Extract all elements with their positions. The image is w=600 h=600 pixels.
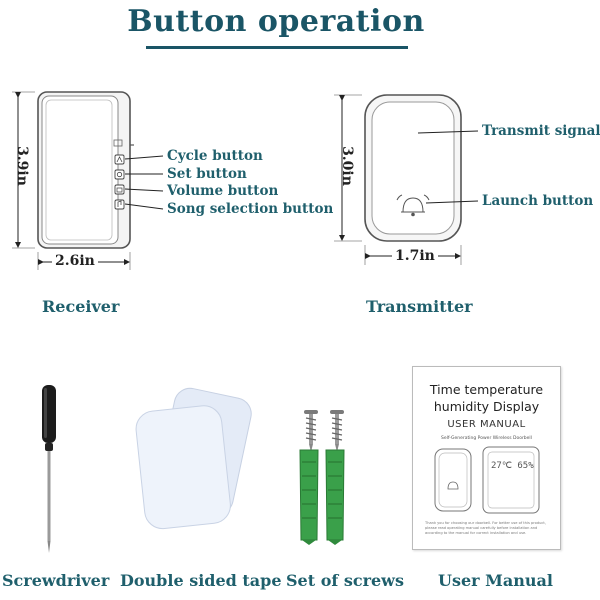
- wall-anchor-icon: [325, 449, 345, 545]
- set-button-label: Set button: [167, 166, 247, 182]
- receiver-height-label: 3.9in: [13, 146, 30, 186]
- user-manual-card: Time temperature humidity Display USER M…: [412, 366, 561, 550]
- tape-icon: [135, 387, 252, 530]
- volume-icon: [114, 184, 125, 195]
- song-icon: [114, 199, 125, 210]
- manual-caption: User Manual: [438, 571, 553, 590]
- manual-device-illustration: [434, 446, 540, 514]
- receiver-width-label: 2.6in: [52, 253, 98, 269]
- manual-note-text: Thank you for choosing our doorbell. For…: [425, 521, 546, 535]
- transmitter-caption: Transmitter: [366, 297, 473, 316]
- tape-caption: Double sided tape: [120, 571, 282, 590]
- screwdriver-icon: [42, 385, 56, 553]
- transmit-signal-label: Transmit signal: [482, 123, 600, 139]
- bell-icon: [396, 194, 430, 217]
- launch-button-label: Launch button: [482, 193, 594, 209]
- transmitter-width-label: 1.7in: [392, 248, 438, 264]
- screwdriver-caption: Screwdriver: [2, 571, 110, 590]
- screws-caption: Set of screws: [286, 571, 404, 590]
- manual-tagline: Self-Generating Power Wireless Doorbell: [441, 436, 532, 441]
- cycle-button-label: Cycle button: [167, 148, 263, 164]
- manual-title-line1: Time temperature: [429, 382, 544, 397]
- cycle-icon: [114, 154, 125, 165]
- screw-icon: [330, 410, 344, 452]
- title-underline: [146, 46, 408, 49]
- set-icon: [114, 169, 125, 180]
- manual-title-line2: humidity Display: [433, 399, 540, 414]
- page-title: Button operation: [127, 4, 425, 39]
- screw-icon: [304, 410, 318, 452]
- song-selection-button-label: Song selection button: [167, 201, 334, 217]
- manual-subtitle: USER MANUAL: [447, 419, 526, 430]
- transmitter-height-label: 3.0in: [338, 146, 355, 186]
- wall-anchor-icon: [299, 449, 319, 545]
- volume-button-label: Volume button: [167, 183, 279, 199]
- manual-display-readout: 27℃ 65%: [491, 461, 534, 471]
- receiver-caption: Receiver: [42, 297, 120, 316]
- receiver-device: [37, 91, 134, 249]
- transmitter-device: [364, 94, 462, 242]
